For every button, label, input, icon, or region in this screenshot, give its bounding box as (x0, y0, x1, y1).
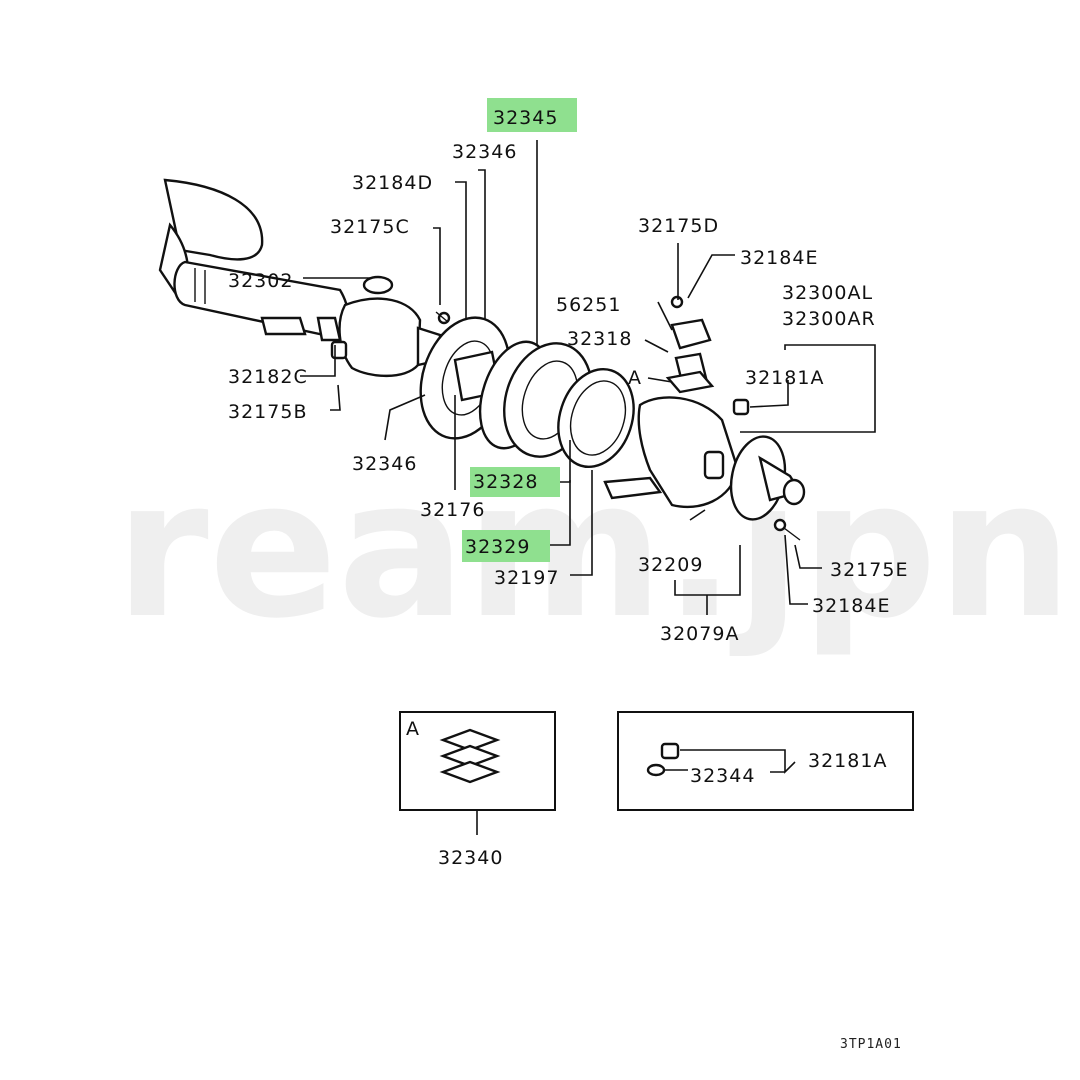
callout-32184E-top[interactable]: 32184E (740, 247, 818, 269)
callout-32345[interactable]: 32345 (493, 107, 558, 129)
callout-32175B[interactable]: 32175B (228, 401, 307, 423)
callout-32318[interactable]: 32318 (567, 328, 632, 350)
callout-32302[interactable]: 32302 (228, 270, 293, 292)
callout-32300AR[interactable]: 32300AR (782, 308, 876, 330)
callout-32175C[interactable]: 32175C (330, 216, 410, 238)
watermark: ream.jpn (115, 439, 1072, 660)
inset-a-tag: A (406, 718, 420, 740)
inset-box-a: A 32340 (399, 711, 556, 869)
steering-knuckle-hub (603, 295, 806, 541)
leader-lines (300, 140, 876, 615)
callout-32176[interactable]: 32176 (420, 499, 485, 521)
callout-32079A[interactable]: 32079A (660, 623, 739, 645)
highlight-32328 (470, 467, 560, 497)
drive-shaft-illustration (158, 178, 442, 378)
callout-32182C[interactable]: 32182C (228, 366, 308, 388)
callout-32340[interactable]: 32340 (438, 847, 503, 869)
inset-box-b: 32344 32181A (617, 711, 914, 811)
callout-32329[interactable]: 32329 (465, 536, 530, 558)
callout-32328[interactable]: 32328 (473, 471, 538, 493)
highlight-32345 (487, 98, 577, 132)
highlight-32329 (462, 530, 550, 562)
callout-32344[interactable]: 32344 (690, 765, 755, 787)
callout-56251[interactable]: 56251 (556, 294, 621, 316)
diagram-code: 3TP1A01 (840, 1037, 902, 1052)
callout-32209[interactable]: 32209 (638, 554, 703, 576)
callout-32181A-inset[interactable]: 32181A (808, 750, 887, 772)
joint-flange-assembly (419, 311, 635, 469)
callout-32346-top[interactable]: 32346 (452, 141, 517, 163)
callout-32184E-bottom[interactable]: 32184E (812, 595, 890, 617)
callout-32184D[interactable]: 32184D (352, 172, 433, 194)
callout-32175D[interactable]: 32175D (638, 215, 719, 237)
callout-32300AL[interactable]: 32300AL (782, 282, 873, 304)
callout-32197[interactable]: 32197 (494, 567, 559, 589)
callout-32181A[interactable]: 32181A (745, 367, 824, 389)
callout-32175E[interactable]: 32175E (830, 559, 908, 581)
callout-32346-bottom[interactable]: 32346 (352, 453, 417, 475)
callout-A[interactable]: A (628, 367, 642, 389)
